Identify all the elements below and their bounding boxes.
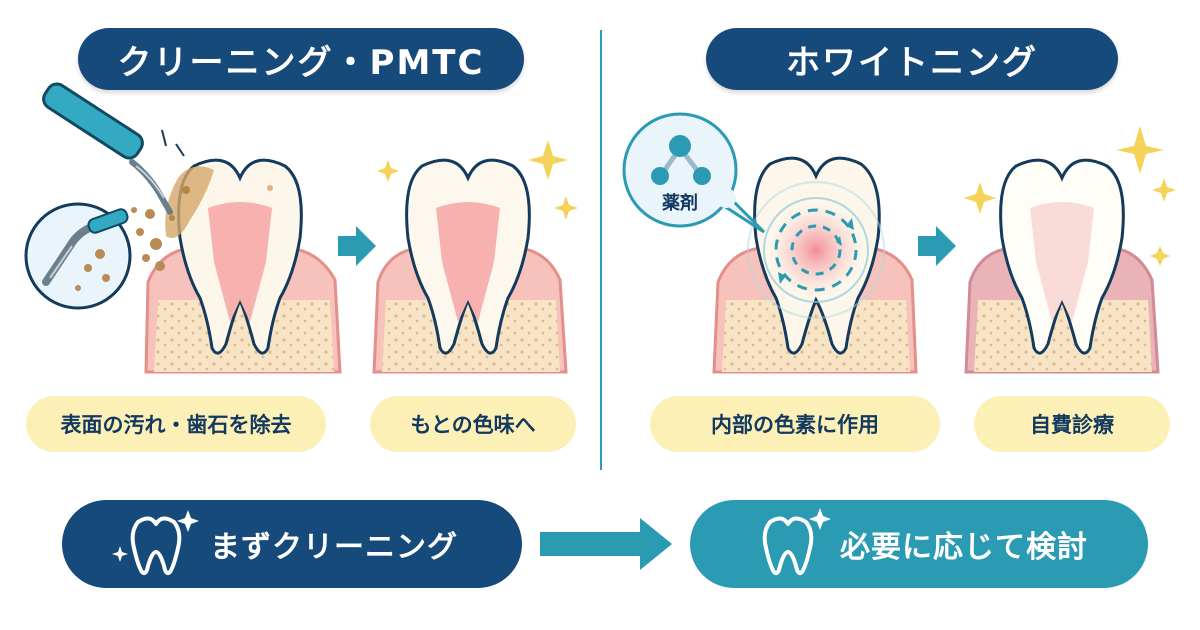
scaler-instrument xyxy=(42,82,173,215)
caption-self-paid: 自費診療 xyxy=(974,396,1170,452)
tartar-debris xyxy=(131,207,165,271)
tooth-icon xyxy=(762,516,814,576)
sparkle-icon xyxy=(809,508,831,530)
vibration-marks xyxy=(161,129,185,157)
agent-label: 薬剤 xyxy=(662,193,698,214)
tooth-with-whitening-agent xyxy=(712,156,918,374)
sparkle-icon xyxy=(377,140,578,220)
whitening-title: ホワイトニング xyxy=(706,28,1118,90)
step2-text: 必要に応じて検討 xyxy=(840,530,1088,565)
section-divider xyxy=(600,30,602,470)
step1-pill-bg xyxy=(62,500,522,588)
tooth-icon xyxy=(130,516,182,576)
arrow-right-icon xyxy=(338,226,376,266)
arrow-right-icon xyxy=(918,226,956,266)
step1-text: まずクリーニング xyxy=(210,530,458,565)
whitened-tooth xyxy=(964,158,1160,374)
clean-tooth xyxy=(372,158,568,374)
caption-remove-tartar: 表面の汚れ・歯石を除去 xyxy=(26,396,326,452)
cleaning-title: クリーニング・PMTC xyxy=(78,28,524,90)
sparkle-icon xyxy=(112,510,199,562)
tooth-with-tartar xyxy=(144,158,342,374)
zoom-circle xyxy=(24,202,132,310)
caption-original-color: もとの色味へ xyxy=(370,396,576,452)
sparkle-icon xyxy=(964,126,1176,266)
flow-arrow-icon xyxy=(540,518,672,570)
caption-act-on-pigment: 内部の色素に作用 xyxy=(650,396,940,452)
molecule-icon xyxy=(651,135,711,185)
agent-bubble xyxy=(622,112,766,234)
